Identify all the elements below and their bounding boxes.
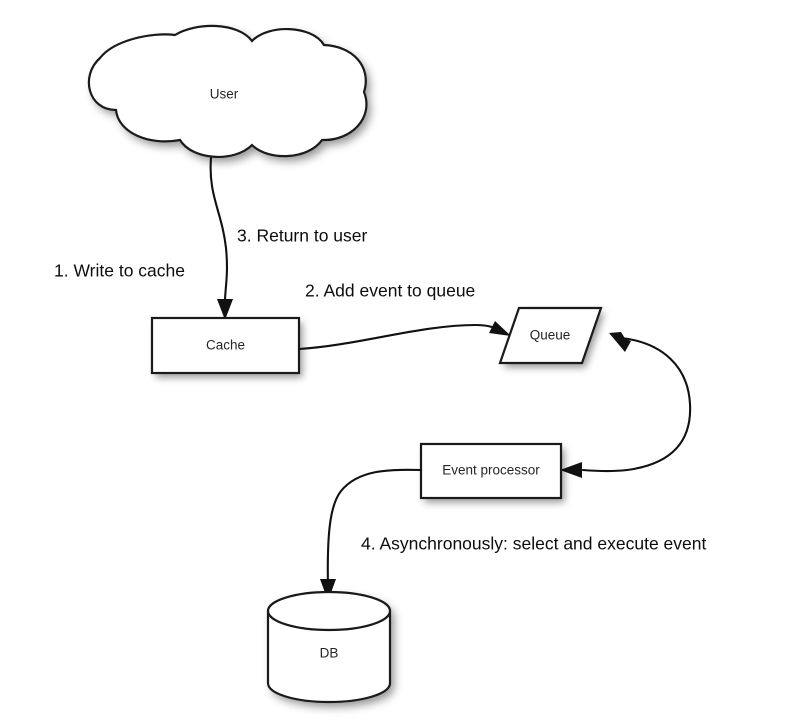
- step-label-3: 3. Return to user: [237, 226, 368, 246]
- node-label-event-processor: Event processor: [442, 463, 540, 478]
- edge-queue-processor-loop[interactable]: [560, 332, 692, 478]
- step-label-2: 2. Add event to queue: [305, 281, 475, 301]
- db-top-ellipse: [266, 590, 392, 632]
- node-db[interactable]: DB: [266, 590, 392, 704]
- node-label-db: DB: [320, 646, 339, 661]
- arrowhead-into-queue-left: [489, 321, 511, 336]
- cloud-outline: [87, 24, 368, 158]
- event-processor-shape: [421, 444, 561, 498]
- node-label-cache: Cache: [206, 338, 245, 353]
- queue-outline: [498, 306, 603, 365]
- arrowhead-into-db: [320, 579, 336, 601]
- edge-queue-processor-loop-line: [581, 336, 692, 473]
- queue-shape: [500, 308, 601, 363]
- step-label-1: 1. Write to cache: [54, 261, 185, 281]
- node-cache[interactable]: Cache: [150, 316, 301, 375]
- arrowhead-into-cache: [217, 299, 233, 320]
- edge-user-to-cache-line: [209, 156, 229, 310]
- cache-outline: [150, 316, 301, 375]
- node-label-queue: Queue: [530, 328, 571, 343]
- edge-cache-to-queue[interactable]: [297, 321, 511, 351]
- edge-cache-to-queue-line: [297, 323, 502, 351]
- edge-processor-to-db-line: [326, 468, 423, 590]
- cache-shape: [152, 318, 299, 373]
- step-label-4: 4. Asynchronously: select and execute ev…: [361, 534, 706, 554]
- edge-processor-to-db[interactable]: [320, 468, 423, 601]
- arrowhead-into-queue-right-b: [609, 333, 631, 352]
- node-label-user: User: [210, 87, 239, 102]
- node-queue[interactable]: Queue: [498, 306, 603, 365]
- arrowhead-into-processor-right: [560, 462, 582, 478]
- db-shape: [268, 592, 390, 702]
- node-user[interactable]: User: [87, 24, 368, 158]
- cloud-shape: [88, 25, 367, 157]
- db-body-outline: [266, 611, 392, 704]
- node-event-processor[interactable]: Event processor: [419, 442, 563, 500]
- edge-user-to-cache[interactable]: [209, 156, 233, 320]
